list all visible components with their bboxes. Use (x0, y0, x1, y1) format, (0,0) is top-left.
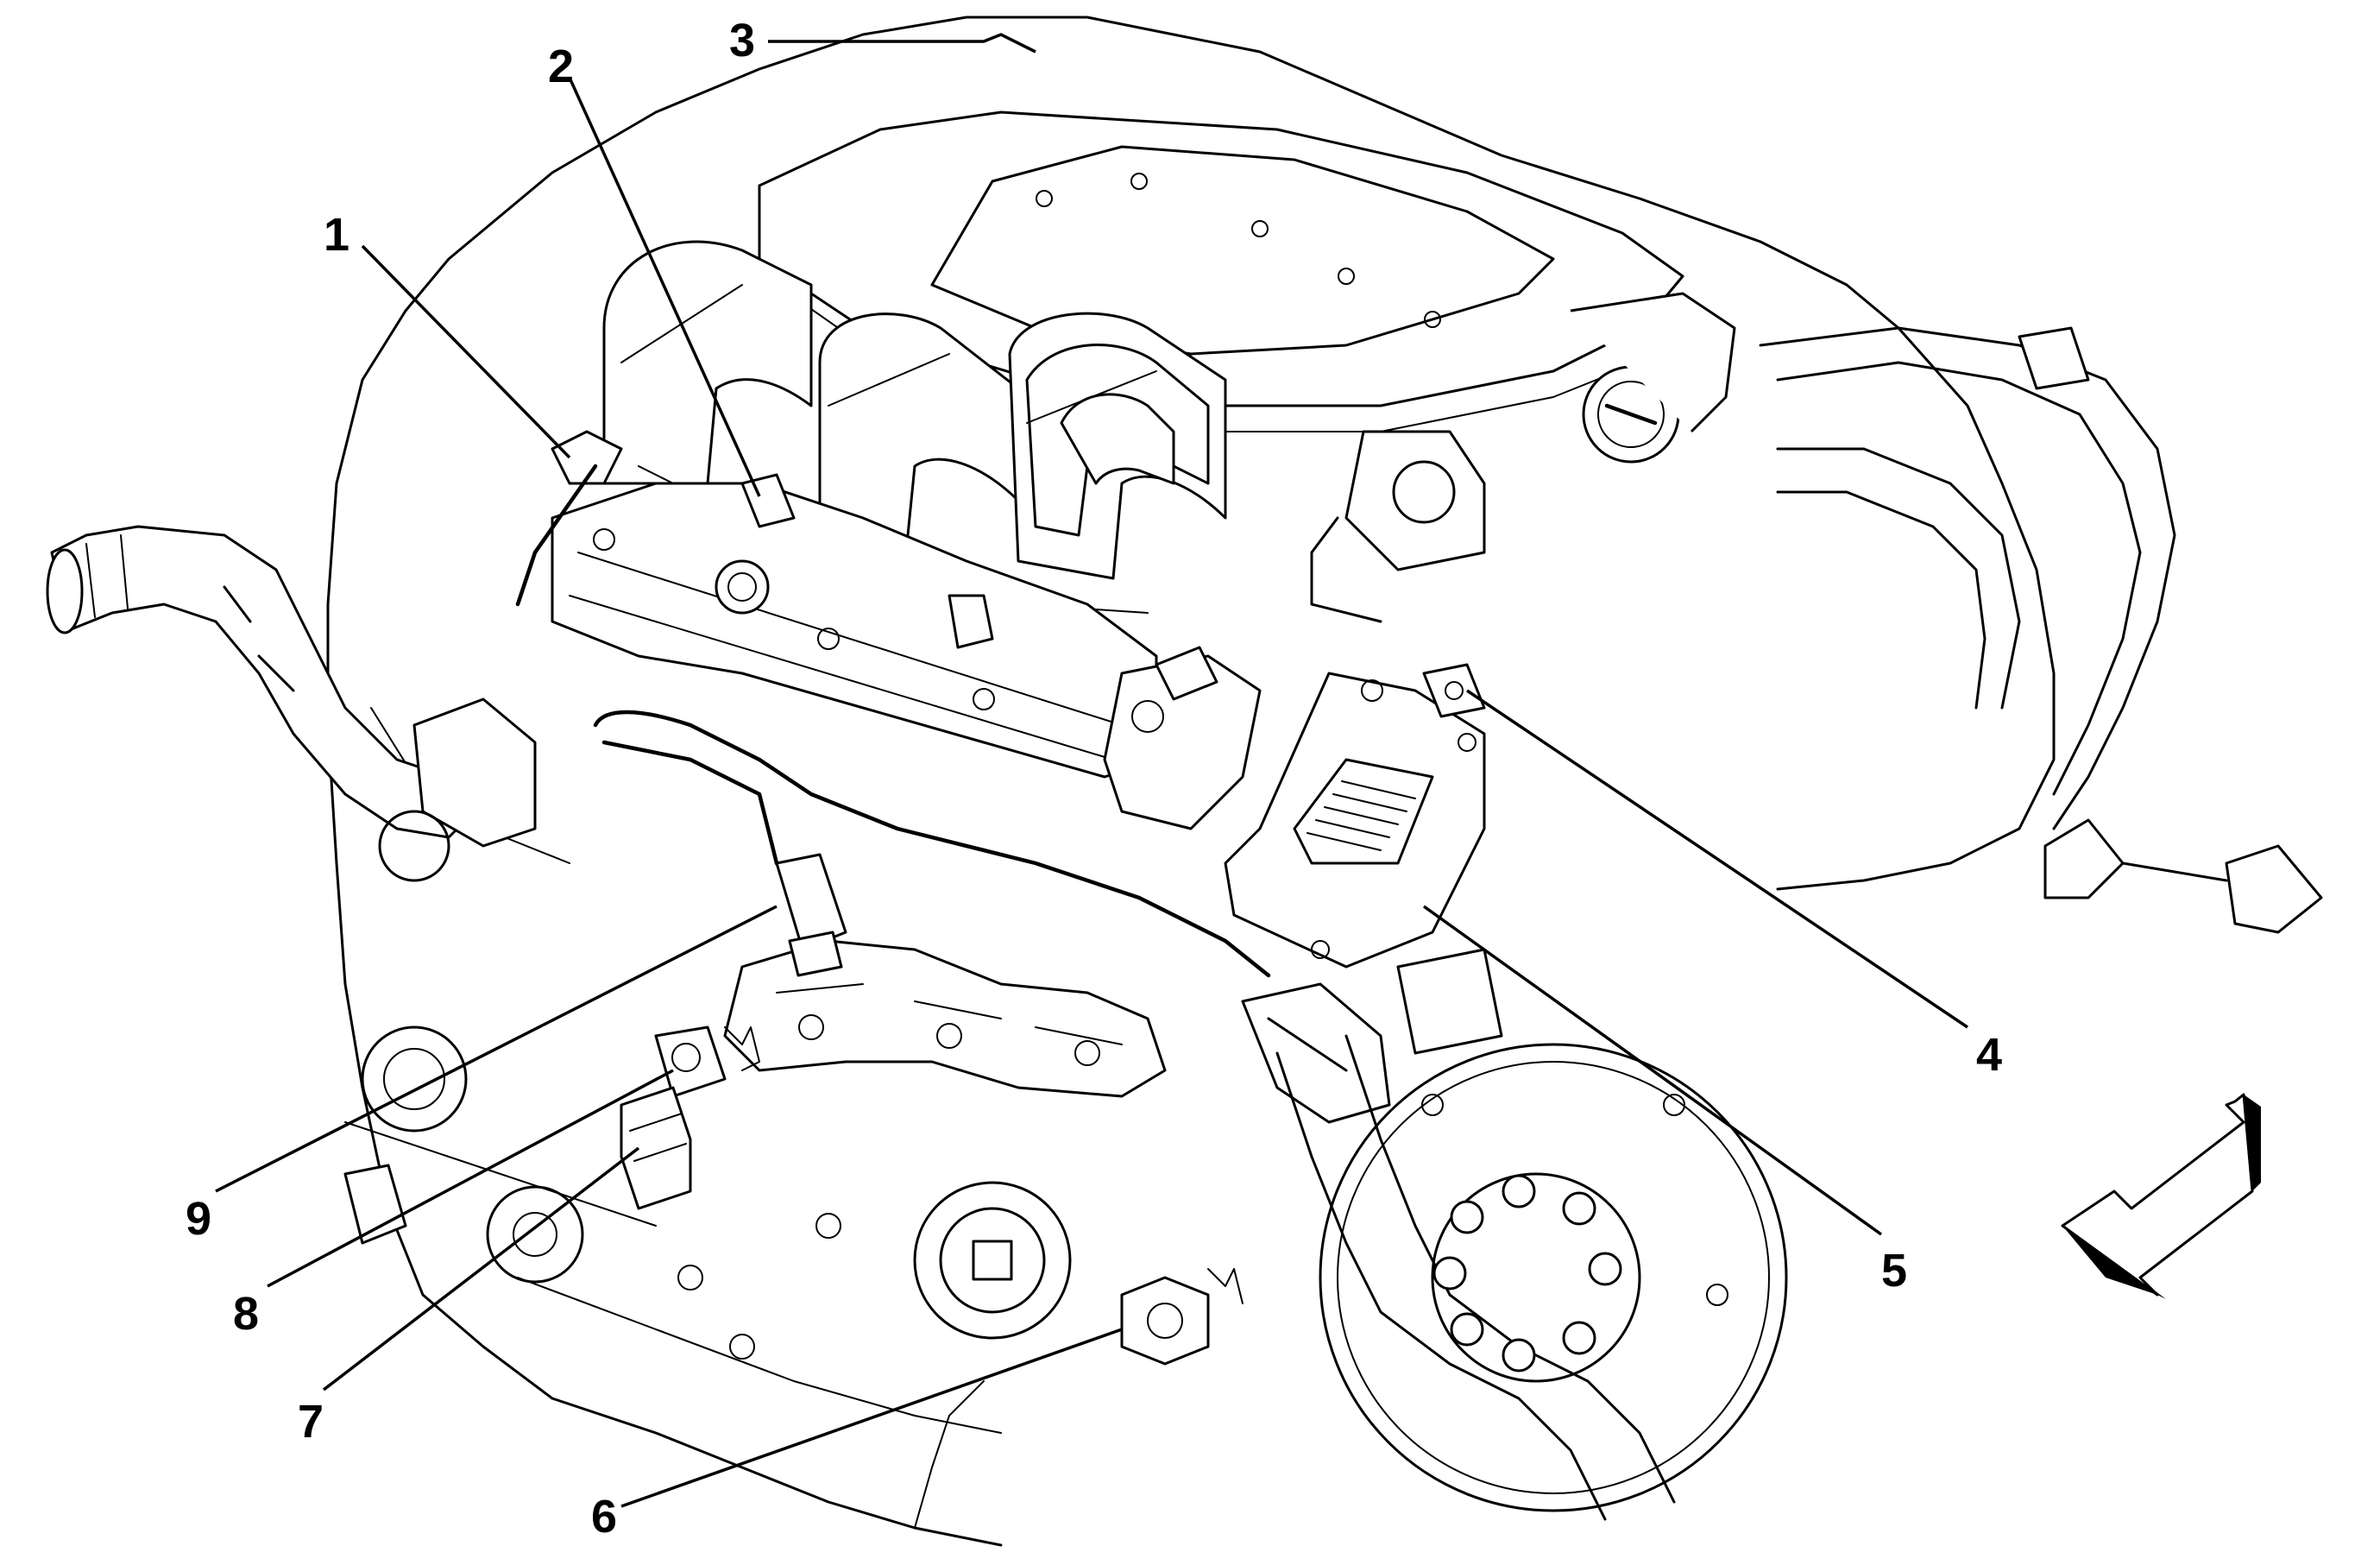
oil-filter (913, 1181, 1072, 1340)
callout-5: 5 (1881, 1245, 1907, 1297)
callout-7: 7 (298, 1396, 324, 1448)
callout-leaders (215, 33, 1968, 1508)
front-direction-arrow-icon (2061, 1093, 2261, 1299)
knock-sensor-rear (654, 1025, 760, 1098)
ecm-connector-pins (1306, 780, 1416, 851)
crankshaft-position-sensor (1120, 1268, 1244, 1366)
ecm-harness-connector (1422, 663, 1486, 718)
upper-radiator-hose (46, 525, 537, 848)
intake-manifold (602, 240, 1227, 614)
callout-2: 2 (548, 41, 574, 92)
heater-hoses (1759, 326, 2323, 934)
callout-9: 9 (186, 1193, 211, 1245)
harness-clip (515, 430, 623, 607)
exhaust-manifold (723, 939, 1167, 1098)
callout-8: 8 (233, 1288, 259, 1340)
front-accessory-drive (343, 810, 841, 1360)
callout-1: 1 (324, 209, 349, 261)
callout-3: 3 (729, 15, 755, 66)
sensor-connector (620, 1086, 692, 1210)
callout-labels: 1 2 3 4 5 6 7 8 9 (186, 15, 2002, 1543)
ecm-bracket (1103, 646, 1262, 830)
oxygen-sensor-harness (593, 710, 1391, 1124)
throttle-body (1310, 292, 1736, 623)
lower-radiator-hose (1275, 948, 1676, 1521)
flexplate (1319, 1043, 1788, 1512)
callout-6: 6 (591, 1491, 617, 1543)
callout-4: 4 (1976, 1029, 2002, 1081)
